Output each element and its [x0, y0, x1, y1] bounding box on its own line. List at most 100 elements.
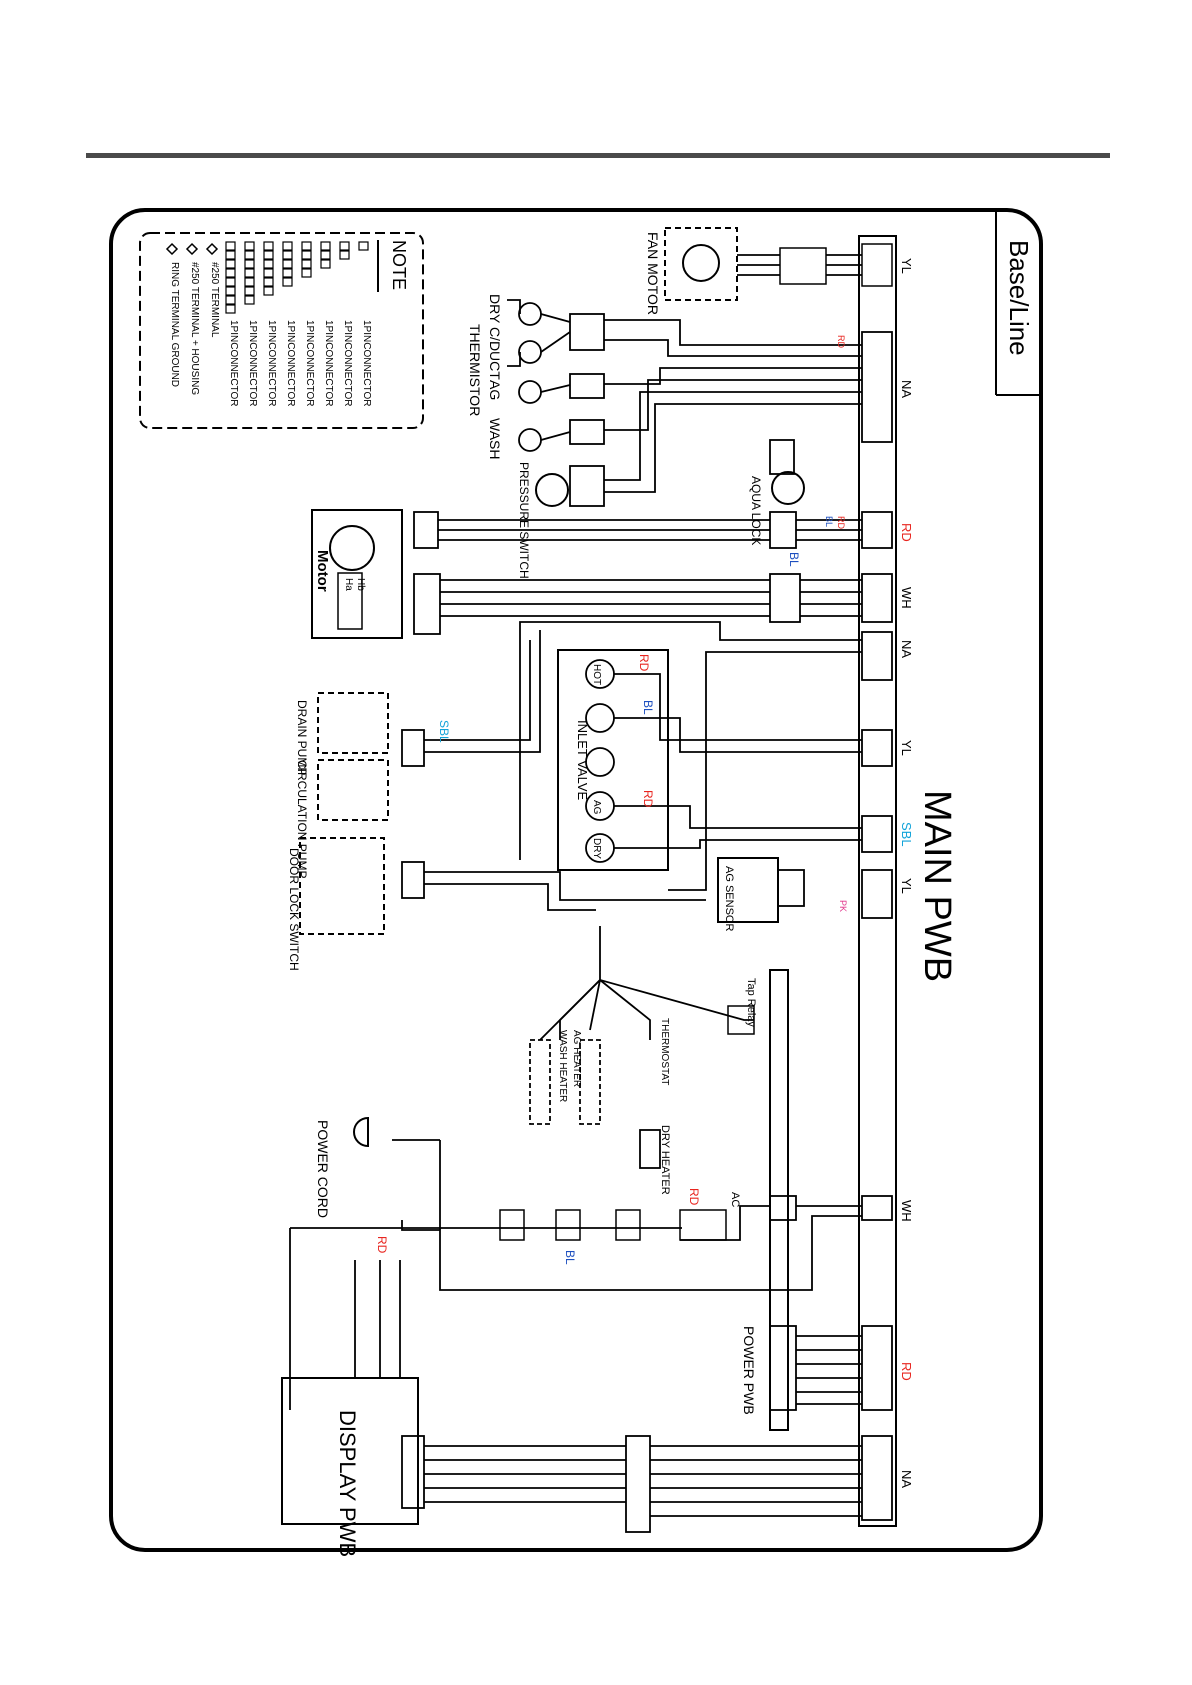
- conn-rd-2-label: RD: [899, 1362, 914, 1381]
- note-pin-box: [339, 241, 350, 251]
- note-pin-box: [225, 295, 236, 305]
- power-cord-label: POWER CORD: [315, 1120, 331, 1218]
- motor-box: [311, 509, 403, 639]
- note-symbol-label: #250 TERMINAL + HOUSING: [189, 262, 200, 395]
- door-lock-box: [299, 837, 385, 935]
- dry-duct-label: DRY C/DUCT: [487, 294, 503, 380]
- ag-heater-label: AG HEATER: [571, 1030, 582, 1087]
- header-rule: [86, 153, 1110, 158]
- conn-rd-1-label: RD: [899, 523, 914, 542]
- aqua-lock-icon: [771, 471, 805, 505]
- note-pin-box: [244, 277, 255, 287]
- note-heading: NOTE: [389, 240, 409, 290]
- conn-sbl-label: SBL: [899, 822, 914, 847]
- conn-yl-1-label: YL: [899, 258, 914, 274]
- note-pin-box: [282, 277, 293, 287]
- dry-heater-label: DRY HEATER: [659, 1125, 671, 1195]
- conn-wh-1-label: WH: [899, 587, 914, 609]
- note-pin-box: [358, 241, 369, 251]
- note-pin-box: [282, 268, 293, 278]
- note-box: [139, 232, 424, 429]
- note-row-label: 1PINCONNECTOR: [361, 320, 372, 407]
- fan-motor-label: FAN MOTOR: [645, 232, 661, 315]
- conn-na-3-label: NA: [899, 1470, 914, 1488]
- note-row-label: 1PINCONNECTOR: [247, 320, 258, 407]
- note-pin-box: [244, 259, 255, 269]
- note-pin-box: [225, 250, 236, 260]
- note-pin-box: [282, 259, 293, 269]
- note-pin-box: [225, 277, 236, 287]
- note-pin-box: [263, 259, 274, 269]
- power-cord-plug-icon: [353, 1116, 369, 1148]
- conn-na-2-label: NA: [899, 640, 914, 658]
- note-row-label: 1PINCONNECTOR: [266, 320, 277, 407]
- valve-hot: HOT: [591, 664, 602, 685]
- note-pin-box: [244, 250, 255, 260]
- thermistor-label: THERMISTOR: [467, 324, 483, 416]
- thermostat-label: THERMOSTAT: [659, 1018, 670, 1085]
- motor-label: Motor: [314, 550, 331, 592]
- ag-heater-box: [579, 1039, 601, 1125]
- ag-thermistor-label: AG: [487, 380, 503, 400]
- svg-text:RD: RD: [836, 516, 846, 529]
- motor-pin-ha: Ha: [343, 578, 354, 591]
- inlet-valve-label: INLET VALVE: [575, 720, 590, 801]
- conn-wh-2-label: WH: [899, 1200, 914, 1222]
- conn-yl-3-label: YL: [899, 878, 914, 894]
- note-pin-box: [263, 241, 274, 251]
- door-lock-label: DOOR LOCK SWITCH: [287, 848, 301, 971]
- note-pin-box: [244, 268, 255, 278]
- diamond-dot-icon: [185, 242, 199, 256]
- svg-text:PK: PK: [838, 900, 848, 912]
- svg-text:BL: BL: [641, 700, 655, 715]
- svg-text:BL: BL: [563, 1250, 577, 1265]
- diamond-icon: [205, 242, 219, 256]
- note-pin-box: [339, 250, 350, 260]
- main-pwb-board: [858, 235, 897, 1527]
- note-legend: 1PINCONNECTOR 1PINCONNECTOR 1PINCONNECTOR 1…: [165, 241, 372, 407]
- note-pin-box: [301, 250, 312, 260]
- note-pin-box: [263, 286, 274, 296]
- note-pin-box: [301, 259, 312, 269]
- note-row-label: 1PINCONNECTOR: [304, 320, 315, 407]
- svg-text:RD: RD: [836, 335, 846, 348]
- wiring-bus: [289, 319, 862, 1517]
- pressure-switch-icon: [535, 473, 569, 507]
- svg-text:RD: RD: [375, 1236, 389, 1254]
- inlet-valve-box: [557, 649, 669, 871]
- power-pwb-label: POWER PWB: [741, 1326, 757, 1415]
- display-pwb-label: DISPLAY PWB: [335, 1410, 360, 1557]
- circulation-pump-label: CIRCULATION PUMP: [295, 760, 309, 878]
- wash-thermistor-label: WASH: [487, 418, 503, 459]
- note-row-label: 1PINCONNECTOR: [323, 320, 334, 407]
- note-pin-box: [301, 241, 312, 251]
- note-symbol-label: #250 TERMINAL: [209, 262, 220, 338]
- note-pin-box: [225, 304, 236, 314]
- note-pin-box: [282, 250, 293, 260]
- diagram-frame: [109, 208, 1043, 1552]
- motor-pin-hb: Hb: [355, 578, 366, 591]
- note-pin-box: [263, 277, 274, 287]
- main-pwb-title: MAIN PWB: [916, 790, 958, 982]
- note-pin-box: [320, 250, 331, 260]
- svg-text:BL: BL: [787, 552, 801, 567]
- fan-motor-icon: [682, 244, 720, 282]
- valve-ag: AG: [591, 800, 602, 815]
- wash-heater-box: [529, 1039, 551, 1125]
- valve-dry: DRY: [591, 838, 602, 859]
- drain-pump-label: DRAIN PUMP: [295, 700, 309, 775]
- svg-text:BL: BL: [824, 516, 834, 527]
- fan-motor-box: [664, 227, 738, 301]
- note-pin-box: [225, 286, 236, 296]
- note-row-label: 1PINCONNECTOR: [342, 320, 353, 407]
- aqua-lock-label: AQUA LOCK: [749, 476, 763, 545]
- wash-heater-label: WASH HEATER: [557, 1030, 568, 1102]
- tap-relay-1: Tap Relay: [745, 978, 757, 1027]
- svg-text:RD: RD: [641, 790, 655, 808]
- note-pin-box: [301, 268, 312, 278]
- note-pin-box: [320, 259, 331, 269]
- ac-label: AC: [729, 1192, 741, 1207]
- note-pin-box: [282, 241, 293, 251]
- note-pin-box: [225, 241, 236, 251]
